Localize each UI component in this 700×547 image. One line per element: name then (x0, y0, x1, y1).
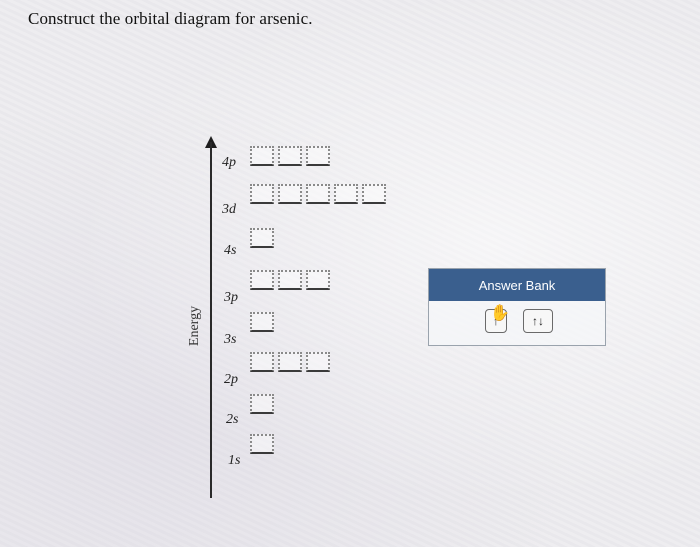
orbital-row-2p (250, 352, 330, 372)
energy-axis-label: Energy (187, 305, 202, 347)
orbital-box[interactable] (250, 394, 274, 414)
orbital-box[interactable] (362, 184, 386, 204)
orbital-box[interactable] (306, 352, 330, 372)
orbital-box[interactable] (306, 146, 330, 166)
orbital-box[interactable] (278, 270, 302, 290)
orbital-row-3d (250, 184, 386, 204)
orbital-row-3s (250, 312, 274, 332)
question-text: Construct the orbital diagram for arseni… (28, 9, 313, 28)
level-label-3s: 3s (224, 332, 237, 347)
hand-pointer-icon: ✋ (490, 305, 510, 322)
orbital-row-3p (250, 270, 330, 290)
level-label-3d: 3d (222, 202, 236, 217)
orbital-box[interactable] (250, 434, 274, 454)
energy-axis (210, 142, 212, 498)
orbital-row-2s (250, 394, 274, 414)
orbital-box[interactable] (250, 184, 274, 204)
answer-bank-title: Answer Bank (429, 269, 605, 301)
level-label-4s: 4s (224, 243, 237, 258)
level-label-2p: 2p (224, 372, 238, 387)
orbital-box[interactable] (306, 270, 330, 290)
orbital-row-4p (250, 146, 330, 166)
single-arrow-tile[interactable]: ↑ (485, 309, 507, 333)
orbital-box[interactable] (278, 184, 302, 204)
answer-bank-tiles: ↑ ↑↓ ✋ (429, 301, 605, 345)
level-label-1s: 1s (228, 453, 241, 468)
orbital-box[interactable] (250, 270, 274, 290)
level-label-2s: 2s (226, 412, 239, 427)
level-label-3p: 3p (224, 290, 238, 305)
orbital-row-4s (250, 228, 274, 248)
orbital-box[interactable] (250, 312, 274, 332)
orbital-row-1s (250, 434, 274, 454)
orbital-box[interactable] (250, 228, 274, 248)
double-arrow-tile[interactable]: ↑↓ (523, 309, 553, 333)
orbital-box[interactable] (278, 352, 302, 372)
answer-bank: Answer Bank ↑ ↑↓ ✋ (428, 268, 606, 346)
orbital-box[interactable] (250, 146, 274, 166)
orbital-box[interactable] (306, 184, 330, 204)
orbital-box[interactable] (278, 146, 302, 166)
orbital-box[interactable] (334, 184, 358, 204)
level-label-4p: 4p (222, 155, 236, 170)
orbital-box[interactable] (250, 352, 274, 372)
